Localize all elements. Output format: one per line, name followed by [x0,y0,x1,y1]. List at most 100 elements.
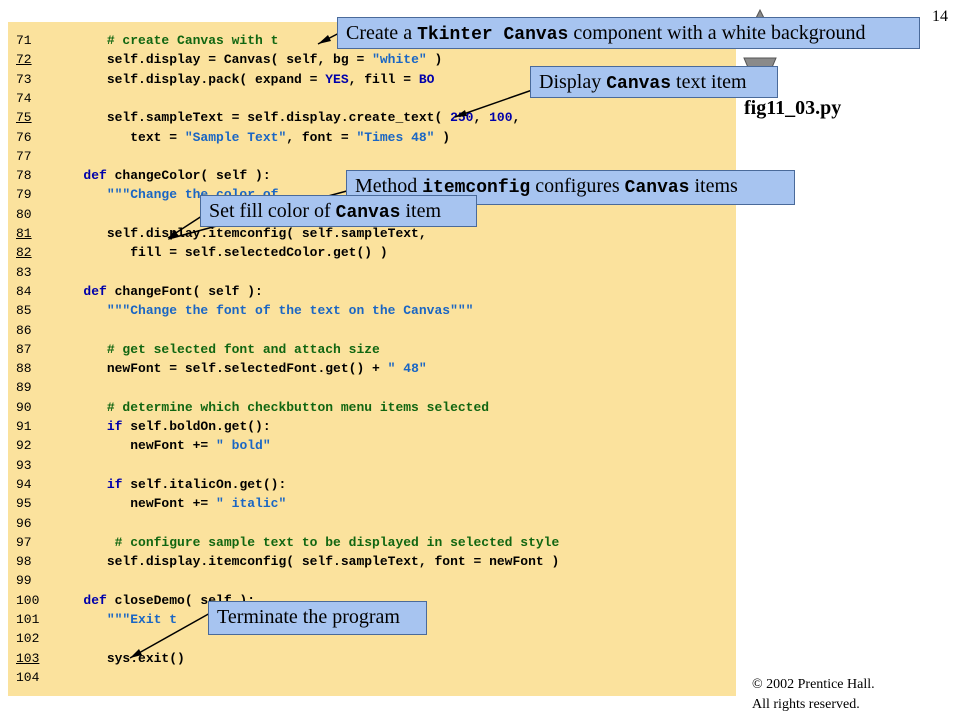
line-number: 92 [16,438,32,454]
line-number: 73 [16,71,32,87]
code-line: 102 [16,629,60,648]
code-token: , [473,110,490,126]
code-token: self.display.itemconfig( self.sampleText… [106,226,427,241]
callout-text: Terminate the program [217,606,400,628]
copyright-notice: © 2002 Prentice Hall. All rights reserve… [752,675,875,715]
code-token: 100 [489,110,513,126]
code-line: 103 sys.exit() [16,649,185,668]
code-listing-panel: 71 # create Canvas with t 72 self.display… [8,22,736,696]
line-number: 86 [16,322,32,338]
code-token: # configure sample text to be displayed … [114,534,560,550]
code-token: self.display.pack( expand = [106,71,326,87]
file-name-label: fig11_03.py [744,97,842,119]
line-number: 96 [16,515,32,531]
code-line: 97 # configure sample text to be display… [16,533,559,552]
code-token: "Sample Text" [184,129,287,145]
code-token: self.boldOn.get(): [122,419,271,434]
line-number: 90 [16,399,32,415]
callout-text: items [689,175,738,197]
code-line: 83 [16,263,60,282]
code-token: , font = [286,129,357,145]
callout-text: item [400,200,441,222]
code-line: 78 def changeColor( self ): [16,166,271,185]
line-number: 103 [16,650,40,666]
line-number: 74 [16,90,32,106]
line-number: 102 [16,631,40,647]
code-line: 96 [16,514,60,533]
callout-code-term: Canvas [606,74,672,94]
code-token: text = [130,129,185,145]
code-token: sys.exit() [106,650,185,666]
code-token: newFont += [130,496,217,512]
line-number: 85 [16,303,32,319]
callout-text: Set fill color of [209,200,336,222]
code-line: 99 [16,571,60,590]
line-number: 79 [16,187,32,203]
code-line: 89 [16,378,60,397]
code-token: if [106,476,123,492]
code-line: 85 """Change the font of the text on the… [16,301,473,320]
callout-text: Create a [346,22,418,44]
code-line: 92 newFont += " bold" [16,436,271,455]
code-line: 100 def closeDemo( self ): [16,591,255,610]
code-token: """Change the font of the text on the Ca… [106,303,474,319]
line-number: 71 [16,33,32,48]
line-number: 98 [16,554,32,570]
line-number: 76 [16,129,32,145]
line-number: 87 [16,341,32,357]
callout-code-term: Canvas [624,178,690,198]
code-token: self.italicOn.get(): [122,476,287,492]
line-number: 89 [16,380,32,396]
line-number: 81 [16,226,32,241]
callout-code-term: itemconfig [422,178,531,198]
code-line: 73 self.display.pack( expand = YES, fill… [16,70,434,89]
code-token: changeColor( self ): [106,168,271,184]
code-line: 90 # determine which checkbutton menu it… [16,398,489,417]
callout-text: configures [530,175,625,197]
code-line: 80 [16,205,60,224]
callout-code-term: Tkinter Canvas [417,25,569,45]
code-token: , fill = [348,71,419,87]
code-token: " 48" [387,361,427,377]
code-token: "white" [372,52,427,68]
line-number: 77 [16,148,32,164]
line-number: 104 [16,669,40,685]
code-token: 250 [450,110,474,126]
line-number: 83 [16,264,32,280]
code-token: # get selected font and attach size [106,341,380,357]
line-number: 75 [16,110,32,126]
line-number: 93 [16,457,32,473]
code-token: # create Canvas with t [106,33,279,48]
copyright-line-1: © 2002 Prentice Hall. [752,677,875,692]
line-number: 101 [16,612,40,627]
callout-create-canvas: Create a Tkinter Canvas component with a… [337,17,920,49]
callout-text: component with a white background [568,22,866,44]
code-line: 72 self.display = Canvas( self, bg = "wh… [16,50,442,69]
callout-text: Display [539,71,607,93]
code-line: 94 if self.italicOn.get(): [16,475,286,494]
code-line: 104 [16,668,60,687]
code-line: 93 [16,456,60,475]
code-token: fill = self.selectedColor.get() ) [130,245,388,261]
code-line: 77 [16,147,60,166]
code-token: " bold" [216,438,271,454]
line-number: 80 [16,206,32,222]
code-line: 88 newFont = self.selectedFont.get() + "… [16,359,427,378]
line-number: 97 [16,534,32,550]
line-number: 95 [16,496,32,512]
callout-display-text-item: Display Canvas text item [530,66,778,98]
line-number: 100 [16,592,40,608]
code-token: ) [434,129,451,145]
code-line: 87 # get selected font and attach size [16,340,380,359]
code-token: self.display.itemconfig( self.sampleText… [106,554,560,570]
code-token: self.sampleText = self.display.create_te… [106,110,451,126]
code-line: 76 text = "Sample Text", font = "Times 4… [16,128,450,147]
callout-text: text item [671,71,747,93]
code-token: self.display = Canvas( self, bg = [106,52,373,68]
code-line: 75 self.sampleText = self.display.create… [16,108,520,127]
code-line: 86 [16,321,60,340]
code-line: 74 [16,89,60,108]
code-line: 84 def changeFont( self ): [16,282,263,301]
callout-set-fill-color: Set fill color of Canvas item [200,195,477,227]
